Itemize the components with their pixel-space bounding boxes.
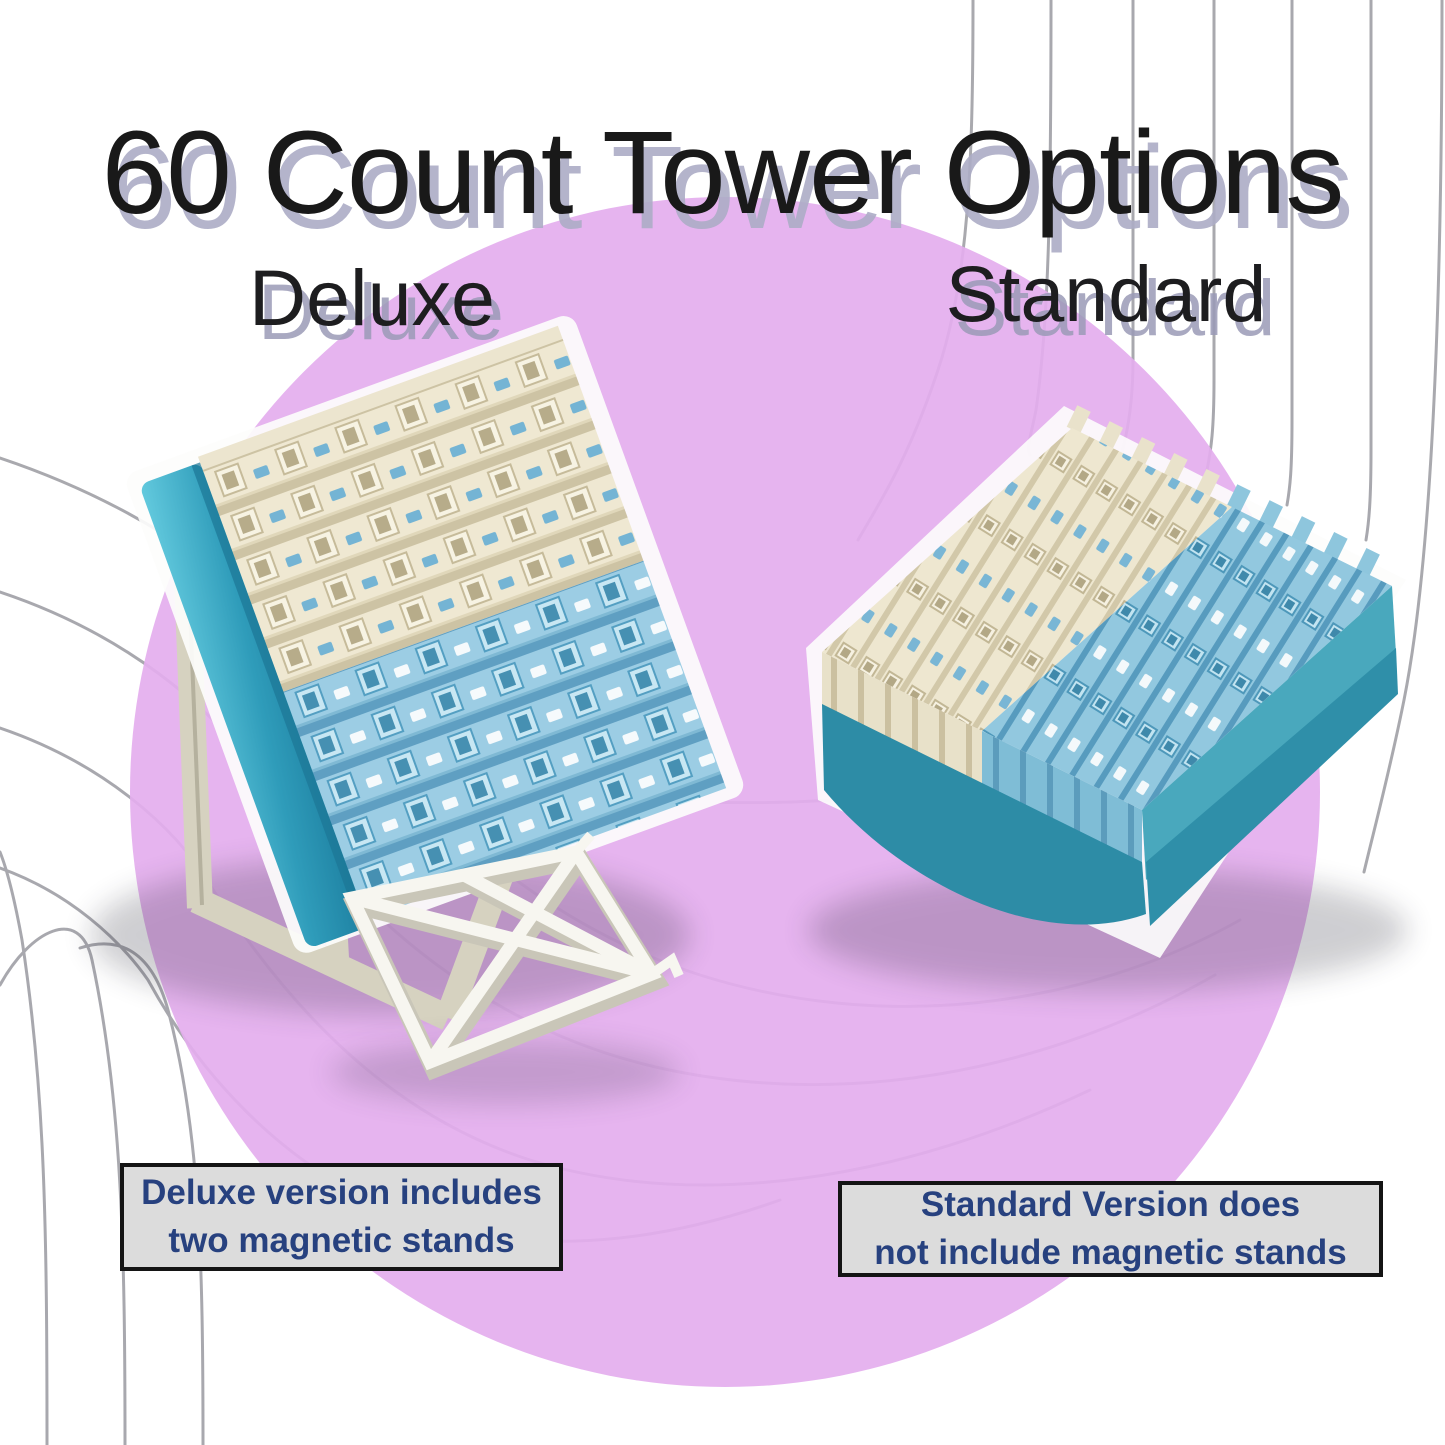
deluxe-blue-trays [283,560,727,920]
standard-blue-trays [982,507,1392,810]
standard-teal-base-right-lower [1146,648,1398,926]
deluxe-tray-top-rim [197,325,564,472]
standard-cream-trays [822,428,1232,731]
deluxe-teal-frame-edge [191,462,369,930]
standard-label: Standard [945,249,1267,338]
deluxe-note-box: Deluxe version includes two magnetic sta… [120,1163,563,1271]
deluxe-label: Deluxe [249,253,495,342]
deluxe-teal-frame [141,464,368,947]
deluxe-note-line-1: Deluxe version includes [141,1173,542,1212]
standard-teal-base-right [1142,586,1396,880]
standard-tower-photo [806,405,1408,992]
standard-back-tabs-cream [1066,405,1238,506]
standard-note-box: Standard Version does not include magnet… [838,1181,1383,1277]
deluxe-cream-trays [202,338,644,692]
magnetic-stand-frame [342,831,684,1071]
magnetic-stand-photo [330,831,684,1104]
standard-blue-tray-fronts [982,731,1142,864]
deluxe-tower-photo [90,316,744,1030]
standard-cream-tray-fronts [822,652,982,785]
standard-teal-base-front [822,704,1146,925]
standard-back-tabs-blue [1226,484,1398,585]
page-title: 60 Count Tower Options [101,107,1345,240]
deluxe-note-line-2: two magnetic stands [168,1221,515,1260]
magnetic-stand-shadow [330,1040,680,1104]
standard-note-line-1: Standard Version does [920,1185,1301,1224]
standard-note-line-2: not include magnetic stands [874,1233,1347,1272]
